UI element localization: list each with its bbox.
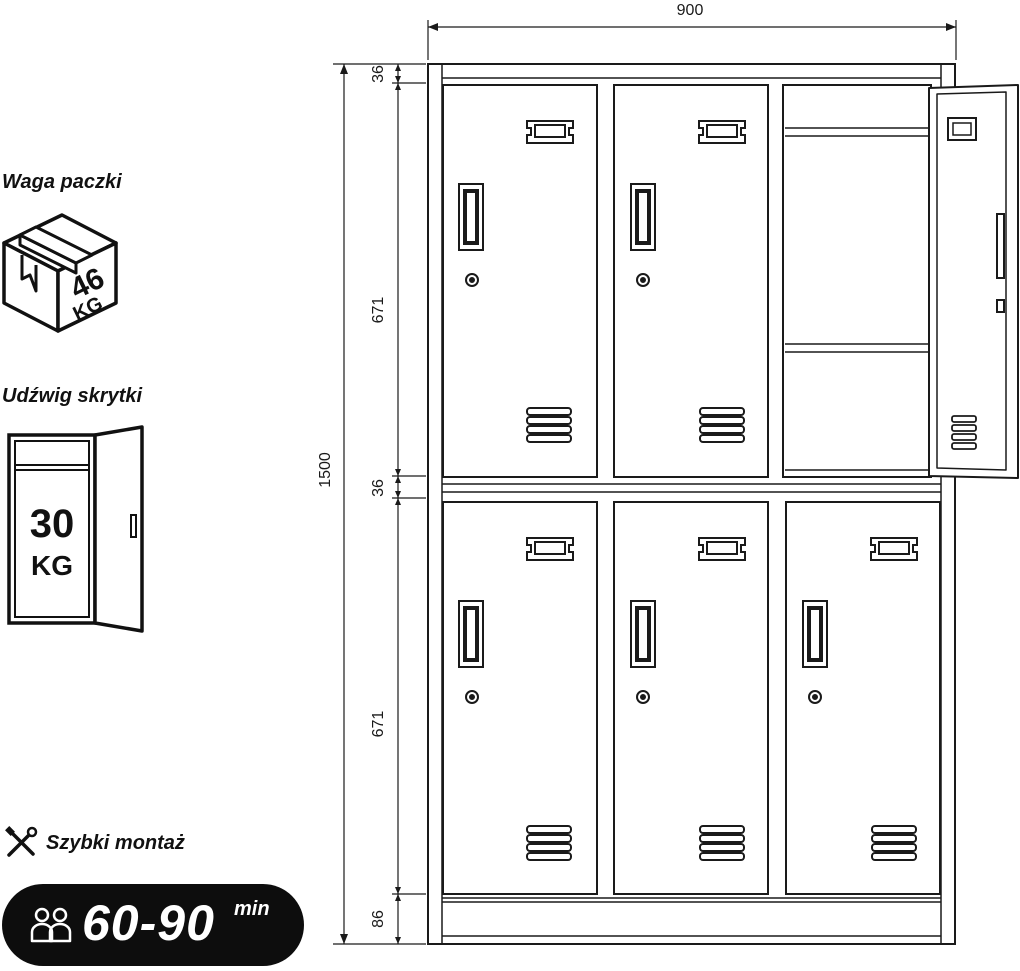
quick-assembly-label: Szybki montaż: [46, 832, 185, 854]
tools-icon: [5, 826, 38, 857]
door-bottom-middle: [613, 501, 769, 895]
compartment-load-unit: KG: [31, 550, 73, 581]
package-weight-label: Waga paczki: [2, 171, 122, 193]
middle-gap-value: 36: [370, 479, 387, 497]
door-bottom-left: [442, 501, 598, 895]
width-value: 900: [677, 2, 704, 19]
locker-technical-drawing: 900 1500 36 671 36 671 86: [317, 2, 1019, 945]
compartment-icon: 30 KG: [7, 425, 144, 633]
door-bottom-right: [785, 501, 941, 895]
compartment-load-label: Udźwig skrytki: [2, 385, 143, 407]
top-gap-value: 36: [370, 65, 387, 83]
open-door: [928, 84, 1019, 479]
base-value: 86: [370, 910, 387, 928]
door-top-middle: [613, 84, 769, 478]
lower-door-value: 671: [370, 711, 387, 738]
height-dimension: 1500: [317, 63, 426, 945]
compartment-load-number: 30: [30, 502, 75, 546]
people-icon: [30, 907, 72, 943]
assembly-time-badge: 60-90 min: [2, 884, 304, 966]
assembly-time-unit: min: [234, 898, 270, 920]
assembly-time-value: 60-90: [82, 895, 215, 951]
open-compartment: [782, 84, 932, 478]
door-top-left: [442, 84, 598, 478]
segment-dimensions: [392, 64, 426, 944]
upper-door-value: 671: [370, 297, 387, 324]
height-value: 1500: [317, 452, 334, 488]
package-box-icon: 46 KG: [2, 213, 118, 333]
width-dimension: 900: [427, 2, 957, 60]
